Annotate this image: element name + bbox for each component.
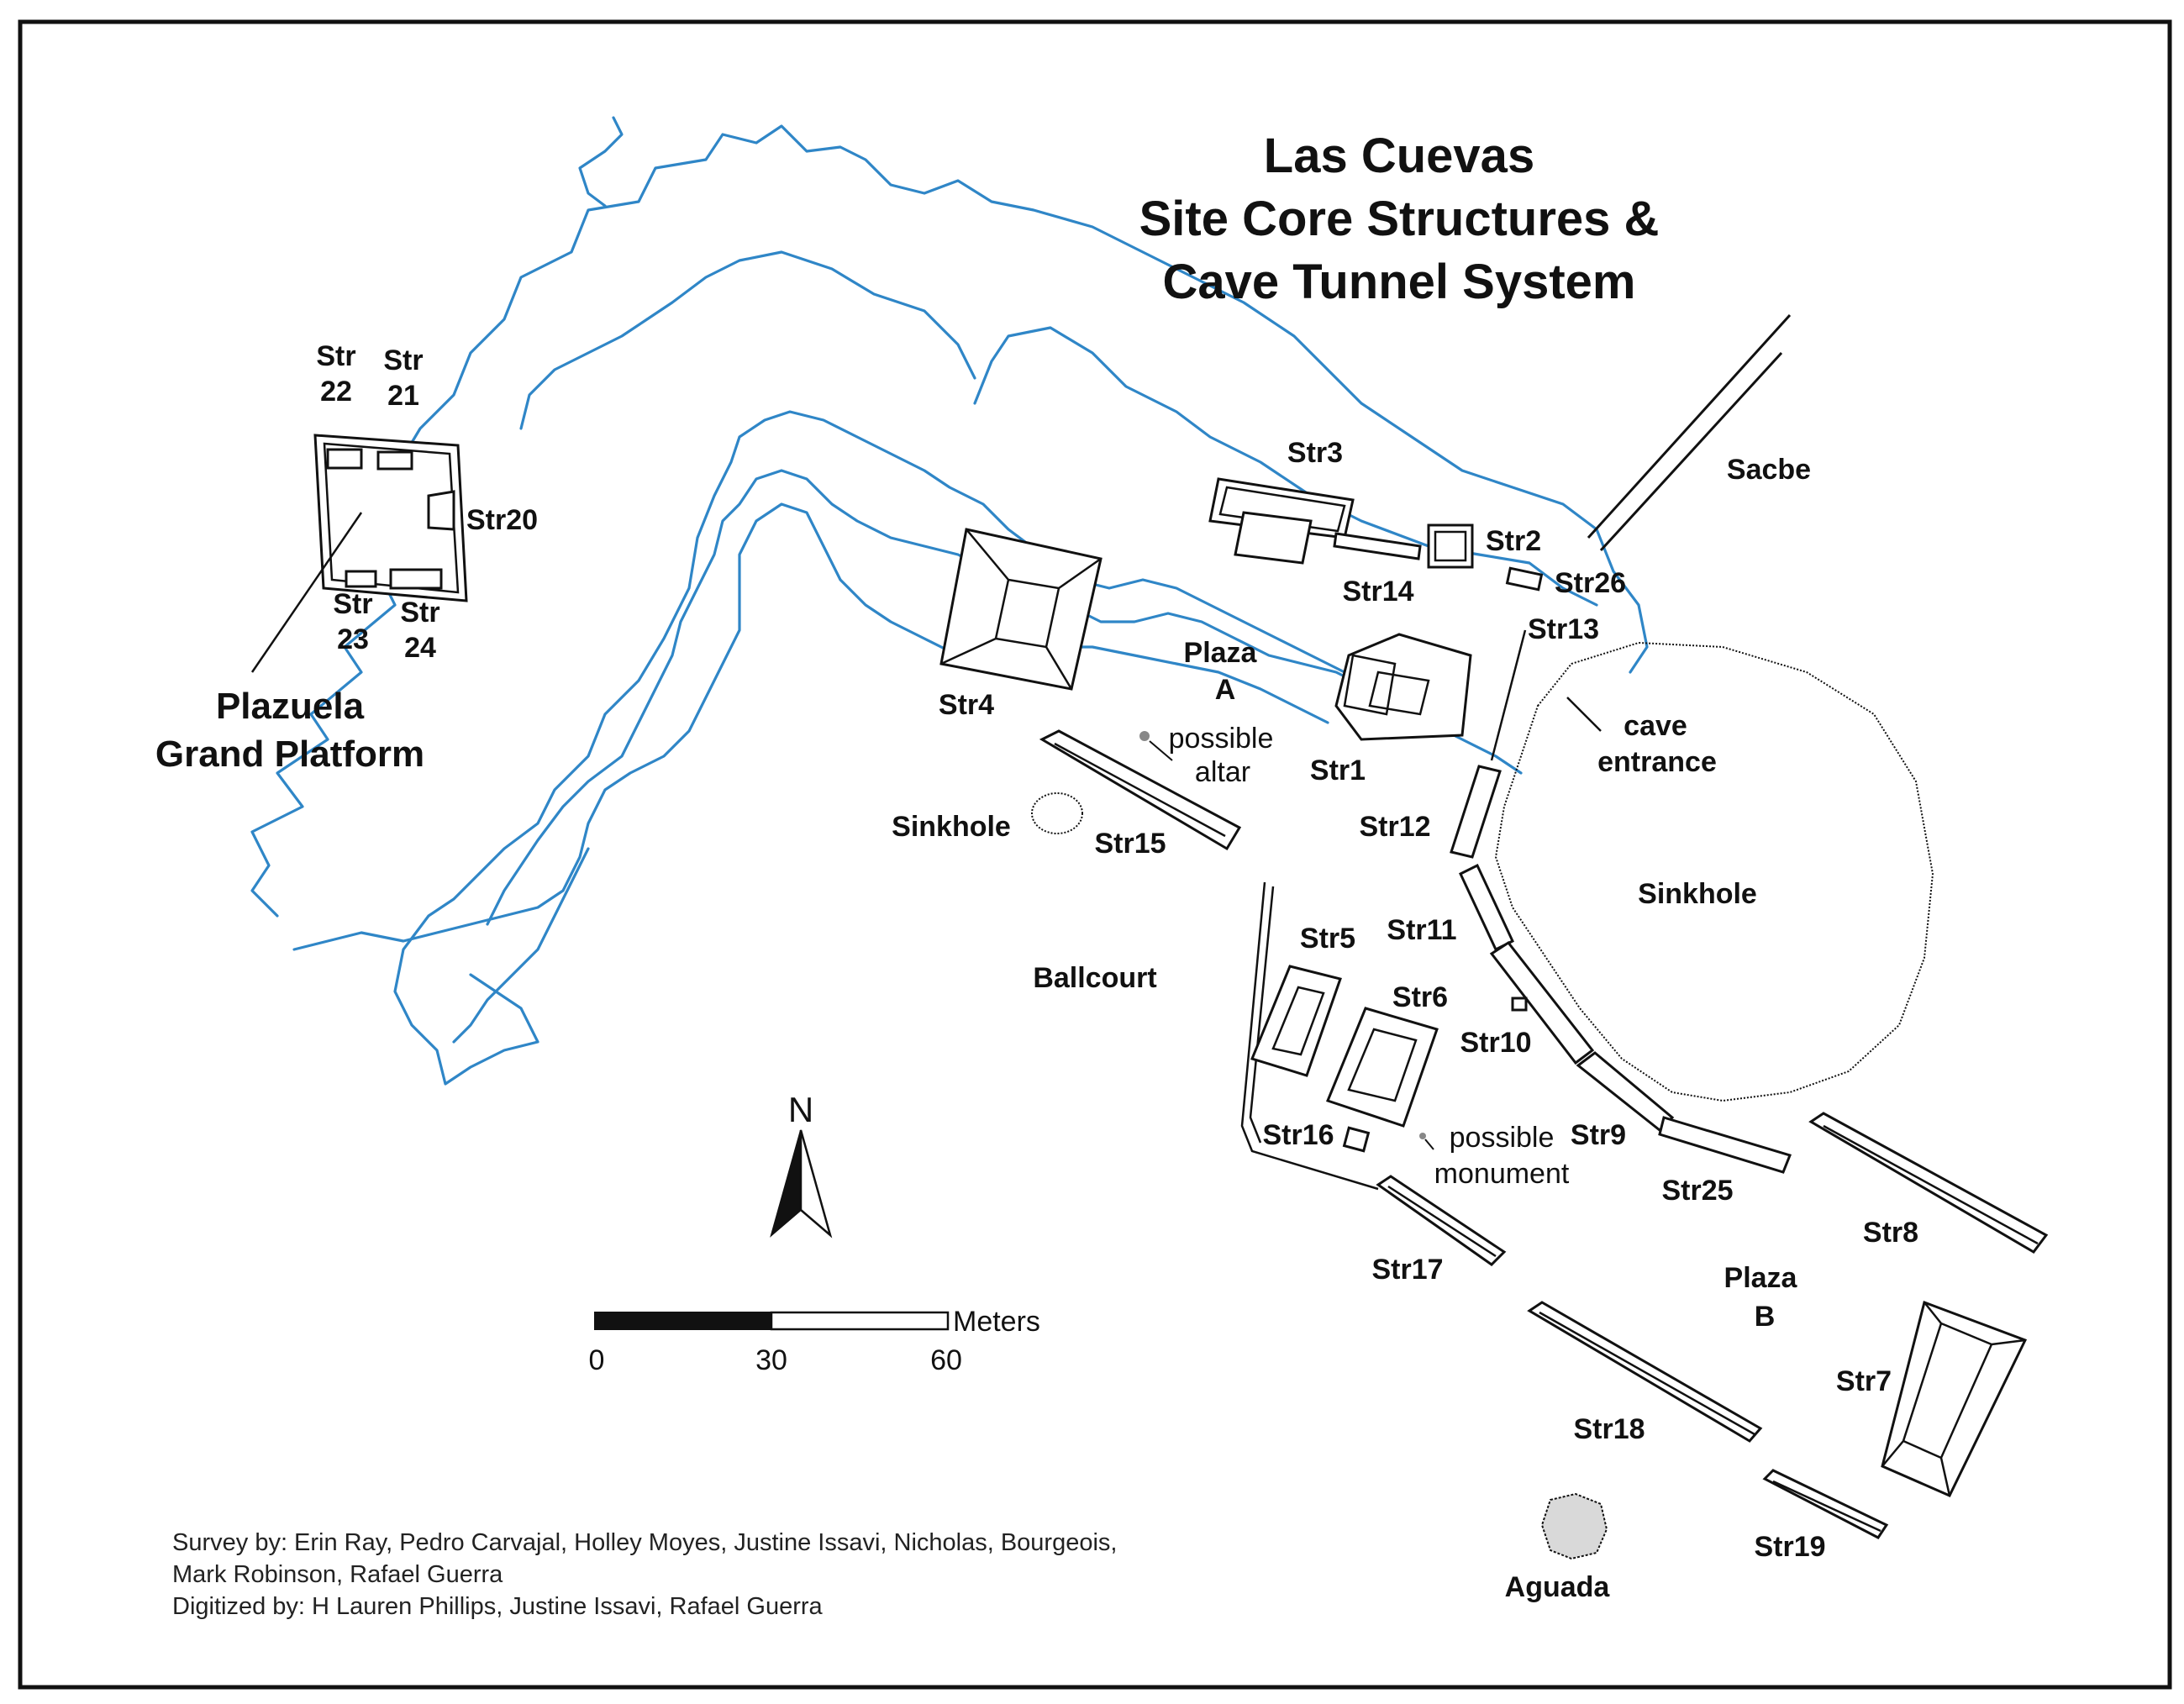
small-sinkhole <box>1031 792 1083 834</box>
str15-label: Str15 <box>1094 828 1166 860</box>
ballcourt-boundary <box>1240 881 1379 1191</box>
scale-bar <box>594 1311 950 1331</box>
credits-line2: Mark Robinson, Rafael Guerra <box>172 1561 503 1588</box>
str24-structure <box>389 568 443 590</box>
small-sinkhole-label: Sinkhole <box>892 811 1011 843</box>
plaza-b-label-line2: B <box>1755 1301 1776 1333</box>
scale-unit: Meters <box>953 1306 1040 1338</box>
map-title-line2: Site Core Structures & <box>1139 192 1660 246</box>
north-label: N <box>788 1090 813 1129</box>
str6-structure <box>1326 1007 1439 1128</box>
large-sinkhole-label: Sinkhole <box>1638 878 1757 910</box>
str11-structure <box>1459 863 1514 952</box>
str19-label: Str19 <box>1754 1531 1825 1563</box>
str26-structure <box>1505 566 1544 592</box>
str16-label: Str16 <box>1262 1119 1334 1151</box>
plaza-b-label-line1: Plaza <box>1724 1262 1798 1294</box>
str23-structure <box>345 570 377 588</box>
str1-structure <box>1334 633 1472 741</box>
str9-structure <box>1576 1051 1675 1133</box>
str8-label: Str8 <box>1863 1217 1918 1249</box>
str12-label: Str12 <box>1359 811 1430 843</box>
ballcourt-label: Ballcourt <box>1033 962 1156 994</box>
sacbe-label: Sacbe <box>1727 454 1811 486</box>
map-title-line3: Cave Tunnel System <box>1162 255 1635 309</box>
str16-structure <box>1342 1126 1371 1153</box>
str21-structure <box>376 450 413 471</box>
monument-marker <box>1419 1133 1426 1139</box>
aguada-label: Aguada <box>1505 1571 1611 1603</box>
altar-label-line2: altar <box>1195 756 1250 788</box>
plazuela-leader-line <box>250 512 363 673</box>
str13-label: Str13 <box>1528 613 1599 645</box>
str20-label: Str20 <box>466 504 538 536</box>
str5-label: Str5 <box>1300 923 1355 955</box>
plaza-a-label-line2: A <box>1215 674 1236 706</box>
str13-line <box>1490 629 1527 761</box>
aguada-pond <box>1540 1492 1608 1560</box>
map-frame <box>18 19 2172 1690</box>
str26-label: Str26 <box>1555 567 1626 599</box>
str17-label: Str17 <box>1371 1254 1443 1286</box>
str20-structure <box>427 490 455 531</box>
str19-structure <box>1762 1469 1889 1539</box>
str10-annex <box>1511 997 1528 1012</box>
credits-line3: Digitized by: H Lauren Phillips, Justine… <box>172 1593 823 1620</box>
str4-structure <box>939 528 1103 691</box>
cave-tunnel-system <box>250 116 1649 1086</box>
str14-label: Str14 <box>1342 576 1413 607</box>
monument-label-line1: possible <box>1450 1122 1555 1154</box>
scale-tick-60: 60 <box>930 1344 962 1376</box>
large-sinkhole <box>1494 641 1934 1102</box>
str1-label: Str1 <box>1310 755 1366 786</box>
str12-structure <box>1450 765 1502 859</box>
str2-label: Str2 <box>1486 525 1541 557</box>
str9-label: Str9 <box>1571 1119 1626 1151</box>
str7-label: Str7 <box>1836 1365 1892 1397</box>
plazuela-label-line1: Plazuela <box>216 686 365 727</box>
str18-label: Str18 <box>1573 1413 1645 1445</box>
cave-entrance-leader <box>1566 697 1602 732</box>
str3-label: Str3 <box>1287 437 1343 469</box>
cave-entrance-label-line2: entrance <box>1597 746 1717 778</box>
plazuela-grand-platform <box>250 434 468 673</box>
str3-str14-complex <box>1208 477 1544 592</box>
str25-structure <box>1658 1116 1792 1174</box>
str7-structure <box>1881 1301 2028 1497</box>
plazuela-label-line2: Grand Platform <box>155 734 424 775</box>
plaza-a-label-line1: Plaza <box>1184 637 1258 669</box>
str6-label: Str6 <box>1392 981 1448 1013</box>
scale-tick-0: 0 <box>589 1344 605 1376</box>
sacbe-road <box>1587 313 1792 552</box>
str5-structure <box>1250 965 1342 1077</box>
str25-label: Str25 <box>1661 1175 1733 1207</box>
monument-label-line2: monument <box>1434 1158 1570 1190</box>
cave-entrance-label-line1: cave <box>1624 710 1687 742</box>
scale-tick-30: 30 <box>755 1344 787 1376</box>
credits-line1: Survey by: Erin Ray, Pedro Carvajal, Hol… <box>172 1529 1118 1556</box>
str10-label: Str10 <box>1460 1027 1531 1059</box>
str11-label: Str11 <box>1387 914 1456 946</box>
str22-structure <box>326 448 363 470</box>
altar-label-line1: possible <box>1169 723 1274 755</box>
north-arrow-icon <box>770 1129 833 1239</box>
map-title-line1: Las Cuevas <box>1264 129 1534 183</box>
str10-structure <box>1489 940 1595 1065</box>
str4-label: Str4 <box>939 689 994 721</box>
altar-marker <box>1139 731 1150 741</box>
